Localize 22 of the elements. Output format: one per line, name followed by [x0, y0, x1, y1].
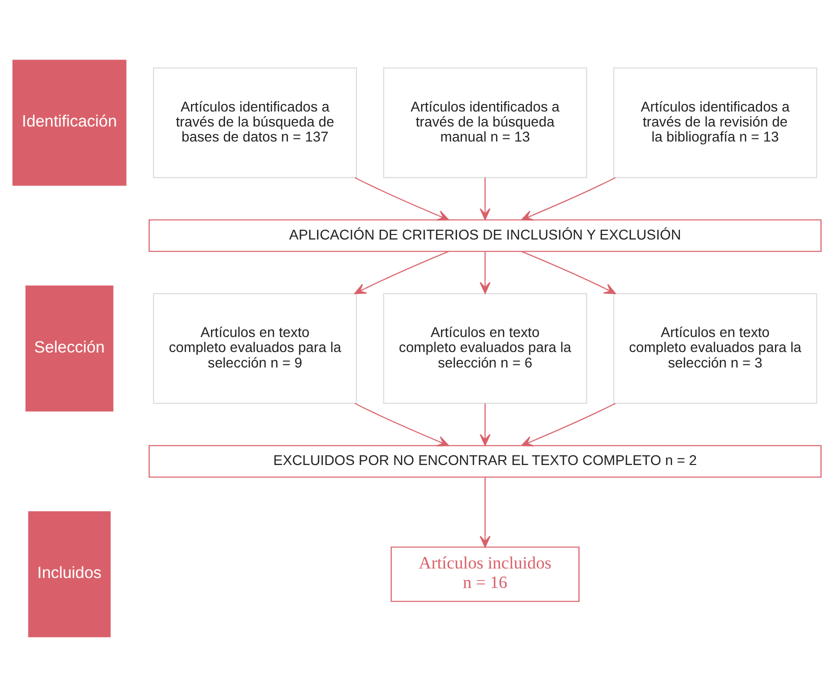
- arrow: [521, 177, 616, 221]
- arrow: [354, 402, 450, 446]
- node-box: APLICACIÓN DE CRITERIOS DE INCLUSIÓN Y EXCLUSIÓN: [148, 219, 822, 252]
- arrow: [480, 477, 491, 548]
- node-box: Artículos en texto completo evaluados para la selección n = 6: [383, 293, 588, 404]
- arrow: [480, 178, 491, 220]
- node-box: Artículos en texto completo evaluados para la selección n = 9: [153, 293, 358, 404]
- node-box: Artículos incluidos n = 16: [390, 546, 580, 602]
- node-box: Artículos identificados a través de la búsqueda de bases de datos n = 137: [153, 67, 358, 178]
- arrow: [522, 251, 616, 294]
- node-box: Incluidos: [28, 511, 111, 638]
- arrow: [521, 402, 616, 446]
- node-box: Artículos identificados a través de la búsqueda manual n = 13: [383, 67, 588, 178]
- arrow: [480, 403, 491, 446]
- node-box: Artículos en texto completo evaluados para la selección n = 3: [613, 293, 818, 404]
- node-box: Identificación: [12, 60, 126, 186]
- node-box: EXCLUIDOS POR NO ENCONTRAR EL TEXTO COMPLETO n = 2: [148, 445, 822, 478]
- node-box: Artículos identificados a través de la revisión de la bibliografía n = 13: [613, 67, 818, 178]
- arrow: [354, 177, 450, 221]
- arrow: [354, 251, 449, 294]
- node-box: Selección: [25, 286, 114, 412]
- arrow: [480, 252, 491, 294]
